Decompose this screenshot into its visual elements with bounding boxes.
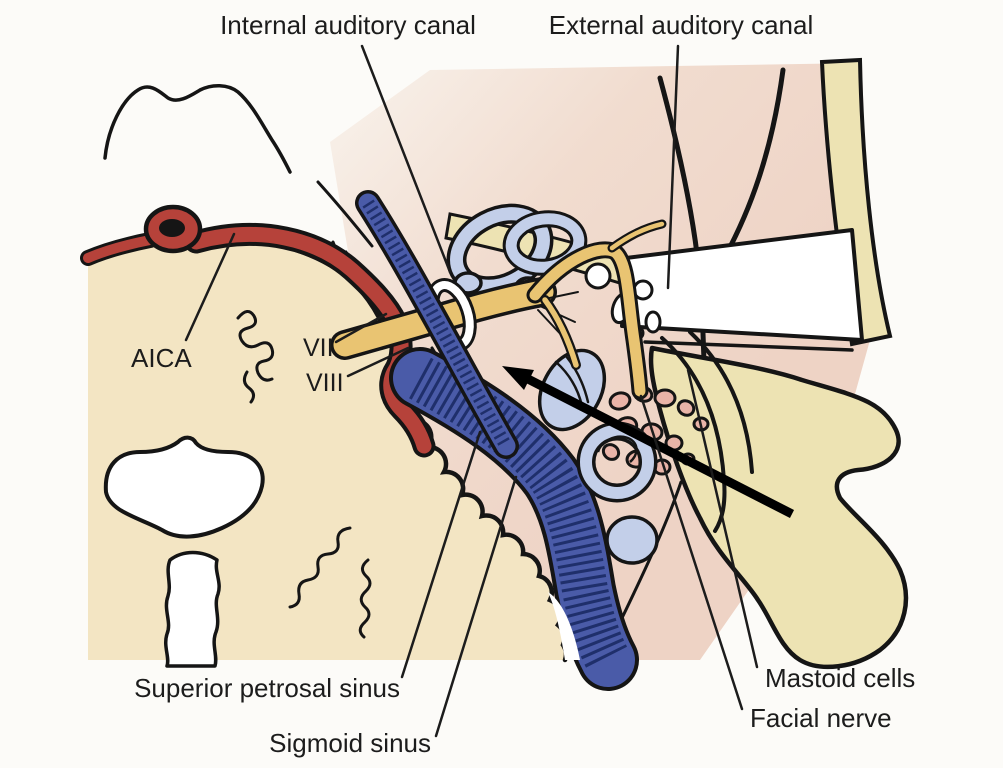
cerebellar-folia-squiggles xyxy=(236,310,372,639)
leader-lines xyxy=(184,44,759,738)
label-sigmoid-sinus: Sigmoid sinus xyxy=(269,728,431,758)
leader-mastoid-cells xyxy=(686,368,759,669)
leader-facial-nerve xyxy=(639,394,744,711)
label-internal-auditory-canal: Internal auditory canal xyxy=(220,10,476,40)
leader-sigmoid-sinus xyxy=(434,475,518,738)
cerebellum-fill xyxy=(88,232,566,660)
leader-internal-auditory-canal xyxy=(360,44,452,274)
fourth-ventricle xyxy=(103,435,265,539)
leader-cn-vii xyxy=(334,312,388,344)
squamosal-bone-strip xyxy=(819,57,893,347)
brainstem-column xyxy=(163,550,221,668)
cochlear-strand xyxy=(542,297,579,368)
label-cn-vii: VII xyxy=(303,334,334,362)
cochlea-swirl xyxy=(596,435,638,463)
facial-nerve xyxy=(529,244,646,397)
cochlea-blob xyxy=(605,515,659,565)
bottom-white-sliver xyxy=(548,592,580,660)
greater-petrosal-strand xyxy=(609,221,665,251)
petrous-ridge-line xyxy=(316,180,374,248)
label-external-auditory-canal: External auditory canal xyxy=(549,10,813,40)
aica-cut-lumen xyxy=(159,219,185,237)
label-cn-viii: VIII xyxy=(306,369,344,397)
aica-artery-left-branch-fill xyxy=(83,235,155,263)
approach-arrow xyxy=(502,366,795,519)
leader-superior-petrosal-sinus xyxy=(400,430,482,679)
label-superior-petrosal-sinus: Superior petrosal sinus xyxy=(134,673,400,703)
label-aica: AICA xyxy=(131,343,192,373)
label-mastoid-cells: Mastoid cells xyxy=(765,663,915,693)
canal-floor-line xyxy=(643,340,854,352)
leader-external-auditory-canal xyxy=(666,44,680,290)
leader-cn-viii xyxy=(346,346,410,378)
tympanic-ring-arc-2 xyxy=(688,330,754,474)
superior-petrosal-sinus xyxy=(355,190,519,459)
tentorium-edge-line xyxy=(103,84,292,174)
leader-aica xyxy=(184,232,236,342)
cochlea-ring xyxy=(580,425,654,499)
label-facial-nerve: Facial nerve xyxy=(750,703,892,733)
